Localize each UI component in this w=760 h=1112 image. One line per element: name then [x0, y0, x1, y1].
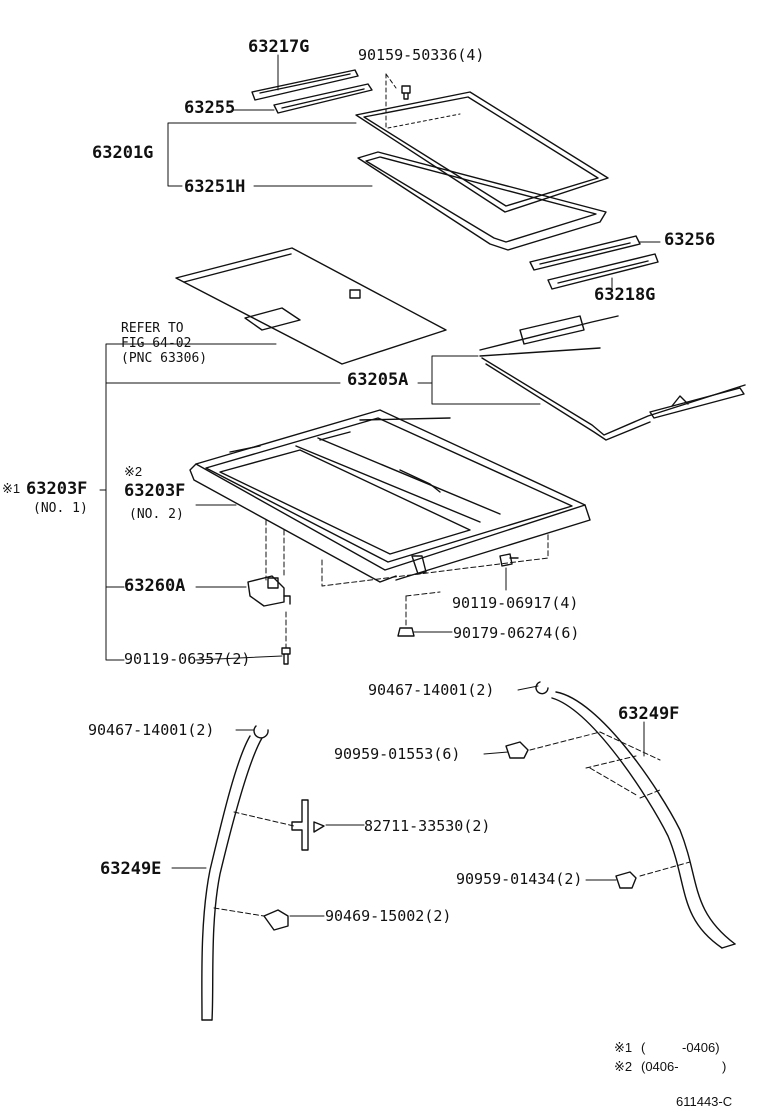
- clip-90469-15002: [263, 909, 289, 931]
- label-90119-06917: 90119-06917(4): [452, 594, 579, 612]
- label-63201g: 63201G: [92, 143, 154, 163]
- label-90959-01434: 90959-01434(2): [456, 870, 583, 888]
- label-90467-14001-right: 90467-14001(2): [368, 681, 495, 699]
- bolt-90119-06917: [499, 553, 519, 567]
- grommet-82711: [291, 799, 325, 851]
- footnote-2-close: ): [722, 1059, 727, 1074]
- label-63256: 63256: [664, 230, 716, 250]
- clip-90959-01434: [615, 871, 637, 889]
- rail-63255: [273, 83, 373, 114]
- footnote-2-range: (0406-: [641, 1059, 679, 1074]
- bolt-90159: [401, 85, 411, 100]
- label-90469-15002: 90469-15002(2): [325, 907, 452, 925]
- label-63205a: 63205A: [347, 370, 409, 390]
- label-90119-06357: 90119-06357(2): [124, 650, 251, 668]
- label-mark-2: ※2: [124, 464, 143, 479]
- clamp-90467-right: [535, 681, 549, 695]
- label-90159-50336: 90159-50336(4): [358, 46, 485, 64]
- clip-90959-01553: [505, 741, 529, 759]
- drain-hose-63249f: [551, 691, 736, 949]
- rail-63217g: [251, 69, 359, 101]
- label-refer-fig: FIG 64-02: [121, 336, 192, 351]
- sunshade-panel: [175, 247, 447, 365]
- label-mark-1: ※1: [2, 481, 21, 496]
- drive-cable-assembly-63205a: [479, 315, 746, 441]
- footnote-1-mark: ※1: [614, 1040, 633, 1055]
- label-no2: (NO. 2): [129, 507, 184, 522]
- label-63203f-no1: 63203F: [26, 479, 88, 499]
- label-63249e: 63249E: [100, 859, 162, 879]
- label-63260a: 63260A: [124, 576, 186, 596]
- weatherstrip-63251h: [357, 151, 607, 251]
- label-63251h: 63251H: [184, 177, 246, 197]
- label-63218g: 63218G: [594, 285, 656, 305]
- footnote-1-open: (: [641, 1040, 646, 1055]
- label-no1: (NO. 1): [33, 501, 88, 516]
- figure-id: 611443-C: [676, 1094, 733, 1109]
- label-refer-pnc: (PNC 63306): [121, 351, 208, 366]
- label-90179-06274: 90179-06274(6): [453, 624, 580, 642]
- label-63249f: 63249F: [618, 704, 680, 724]
- label-90467-14001-left: 90467-14001(2): [88, 721, 215, 739]
- trim-63218g: [547, 253, 659, 290]
- glass-panel-63201g: [355, 91, 609, 213]
- label-63203f-no2: 63203F: [124, 481, 186, 501]
- clamp-90467-left: [253, 725, 269, 739]
- bolt-90119-06357: [281, 647, 291, 665]
- footnote-1-range: -0406): [682, 1040, 720, 1055]
- label-63255: 63255: [184, 98, 236, 118]
- label-63217g: 63217G: [248, 37, 310, 57]
- trim-63256: [529, 235, 641, 271]
- bracket-63260a: [247, 575, 291, 607]
- housing-frame-63203f: [189, 409, 591, 583]
- label-90959-01553: 90959-01553(6): [334, 745, 461, 763]
- label-82711-33530: 82711-33530(2): [364, 817, 491, 835]
- label-refer-to: REFER TO: [121, 321, 184, 336]
- nut-90179-06274: [397, 627, 415, 637]
- footnote-2-mark: ※2: [614, 1059, 633, 1074]
- drain-hose-63249e: [201, 735, 263, 1021]
